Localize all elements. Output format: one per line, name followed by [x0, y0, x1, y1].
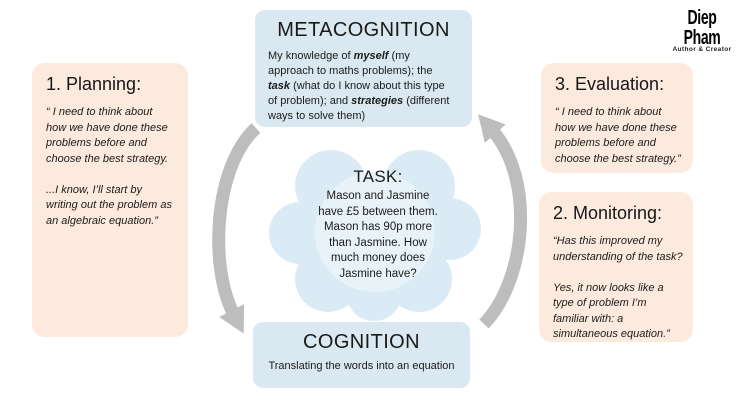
planning-heading: 1. Planning: [46, 74, 142, 94]
planning-box: 1. Planning: “ I need to think about how… [32, 63, 188, 337]
evaluation-heading: 3. Evaluation: [555, 74, 665, 94]
metacognition-title: METACOGNITION [277, 19, 450, 41]
cognition-title: COGNITION [303, 331, 420, 353]
logo-tagline: Author & Creator [672, 46, 732, 53]
monitoring-quote: “Has this improved my understanding of t… [553, 235, 683, 340]
planning-quote: “ I need to think about how we have done… [46, 106, 172, 227]
monitoring-heading: 2. Monitoring: [553, 203, 663, 223]
logo: Diep Pham Author & Creator [659, 7, 745, 53]
cognition-description: Translating the words into an equation [268, 360, 455, 372]
arrow-cognition-to-metacognition-icon [478, 114, 528, 329]
evaluation-box: 3. Evaluation: “ I need to think about h… [541, 63, 693, 173]
task-cloud-text: TASK: Mason and Jasmine have £5 between … [285, 167, 471, 282]
task-cloud-icon [269, 150, 481, 321]
task-description: Mason and Jasmine have £5 between them. … [318, 190, 438, 280]
task-title: TASK: [353, 167, 403, 186]
metacognition-description: My knowledge of myself (my approach to m… [268, 50, 450, 122]
cognition-box: COGNITION Translating the words into an … [253, 322, 470, 388]
logo-name: Diep Pham [683, 5, 721, 49]
monitoring-box: 2. Monitoring: “Has this improved my und… [539, 192, 693, 342]
arrow-metacognition-to-cognition-icon [212, 123, 261, 334]
evaluation-quote: “ I need to think about how we have done… [555, 106, 681, 165]
metacognition-box: METACOGNITION My knowledge of myself (my… [255, 10, 472, 127]
